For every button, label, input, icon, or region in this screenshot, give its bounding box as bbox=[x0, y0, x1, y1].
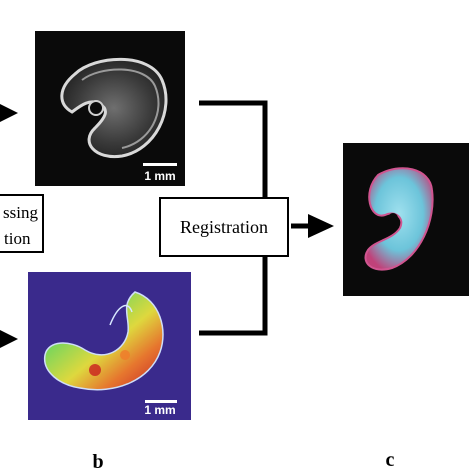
top-scale-bar bbox=[143, 163, 177, 166]
fused-image-panel bbox=[343, 143, 469, 296]
top-tissue-shape bbox=[60, 57, 168, 159]
left-box-line1: ssing bbox=[3, 203, 38, 222]
top-image-panel: 1 mm bbox=[35, 31, 185, 186]
left-box-line2: tion bbox=[4, 229, 31, 248]
bottom-scale-label: 1 mm bbox=[144, 403, 175, 417]
panel-label-b: b bbox=[92, 451, 103, 473]
top-scale-label: 1 mm bbox=[144, 169, 175, 183]
bottom-image-panel: 1 mm bbox=[28, 272, 191, 420]
registration-box: Registration bbox=[159, 197, 289, 257]
registration-label: Registration bbox=[180, 217, 268, 237]
panel-label-c: c bbox=[386, 449, 395, 471]
bottom-scale-bar bbox=[145, 400, 177, 403]
left-bottom-arrow bbox=[0, 330, 18, 348]
registration-output-arrow bbox=[291, 214, 334, 238]
fused-tissue-shape bbox=[364, 167, 434, 271]
bottom-tissue-shape bbox=[44, 291, 164, 391]
left-top-arrow bbox=[0, 104, 18, 122]
left-processing-box: ssing tion bbox=[0, 194, 44, 253]
